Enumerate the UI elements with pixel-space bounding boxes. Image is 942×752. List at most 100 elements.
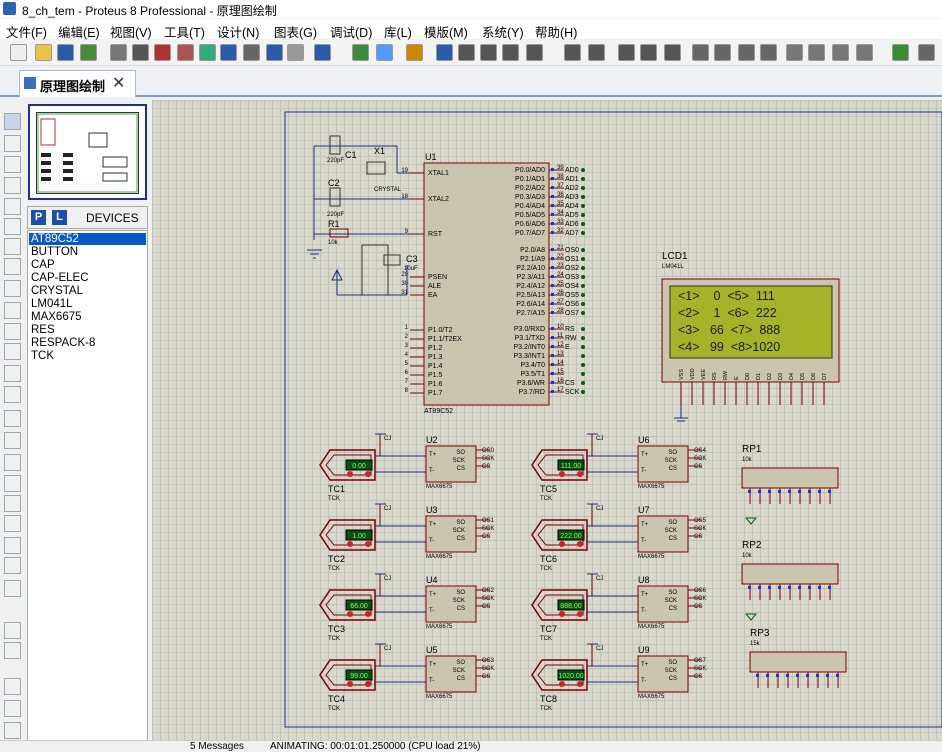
bus-icon[interactable] [4,218,21,235]
close-icon[interactable]: ✕ [112,75,126,92]
search-icon[interactable] [918,44,935,61]
text-script-icon[interactable] [4,198,21,215]
symbol-icon[interactable] [4,537,21,554]
junction [581,302,585,306]
rotate-ccw-icon[interactable] [4,622,21,639]
line-icon[interactable] [4,410,21,427]
grid-icon[interactable] [376,44,393,61]
menu-item-9[interactable]: 系统(Y) [482,26,524,40]
label-icon[interactable] [4,177,21,194]
device-item[interactable]: TCK [31,350,54,362]
device-item[interactable]: CAP-ELEC [31,272,89,284]
play-icon[interactable] [4,722,21,739]
menu-item-0[interactable]: 文件(F) [6,26,47,40]
instrument-icon[interactable] [4,386,21,403]
library-icon[interactable] [266,44,283,61]
zoom-all-icon[interactable] [502,44,519,61]
redo-icon[interactable] [588,44,605,61]
3d-icon[interactable] [199,44,216,61]
origin-icon[interactable] [406,44,423,61]
pin-icon[interactable] [4,280,21,297]
pin-state [768,586,771,589]
tab-schematic[interactable]: 原理图绘制 ✕ [19,70,136,97]
block-move-icon[interactable] [714,44,731,61]
device-item[interactable]: MAX6675 [31,311,82,323]
zoom-out-icon[interactable] [480,44,497,61]
graph-icon[interactable] [4,302,21,319]
home-icon[interactable] [110,44,127,61]
zoom-area-icon[interactable] [526,44,543,61]
tape-icon[interactable] [4,323,21,340]
flip-h-icon[interactable] [4,678,21,695]
junction-icon[interactable] [4,156,21,173]
undo-icon[interactable] [564,44,581,61]
box-icon[interactable] [4,432,21,449]
terminal-icon[interactable] [4,258,21,275]
block-delete-icon[interactable] [760,44,777,61]
probe-icon[interactable] [4,365,21,382]
paste-icon[interactable] [664,44,681,61]
overview-window[interactable] [28,104,147,200]
device-item[interactable]: RESPACK-8 [31,337,96,349]
pin-number: 30 [401,281,408,287]
circle-icon[interactable] [4,454,21,471]
selection-icon[interactable] [4,113,21,130]
marker-icon[interactable] [4,557,21,574]
pan-icon[interactable] [436,44,453,61]
copy-icon[interactable] [640,44,657,61]
device-item[interactable]: LM041L [31,298,73,310]
junction [581,381,585,385]
zoom-in-icon[interactable] [458,44,475,61]
path-icon[interactable] [4,495,21,512]
menu-item-10[interactable]: 帮助(H) [535,26,578,40]
schematic-icon[interactable] [132,44,149,61]
refresh-icon[interactable] [352,44,369,61]
pick-icon[interactable] [786,44,803,61]
wire-autoroute-icon[interactable] [892,44,909,61]
help-icon[interactable] [314,44,331,61]
device-item[interactable]: CRYSTAL [31,285,83,297]
menu-item-7[interactable]: 库(L) [384,26,412,40]
device-item[interactable]: BUTTON [31,246,79,258]
flip-v-icon[interactable] [4,700,21,717]
text-icon[interactable] [4,515,21,532]
import-icon[interactable] [80,44,97,61]
block-copy-icon[interactable] [692,44,709,61]
vsm-icon[interactable] [243,44,260,61]
menu-item-2[interactable]: 视图(V) [110,26,152,40]
menu-item-1[interactable]: 编辑(E) [58,26,100,40]
device-item[interactable]: AT89C52 [29,233,146,245]
block-rotate-icon[interactable] [738,44,755,61]
device-item[interactable]: RES [31,324,55,336]
menu-item-3[interactable]: 工具(T) [164,26,205,40]
code-icon[interactable] [287,44,304,61]
menu-item-6[interactable]: 调试(D) [330,26,373,40]
ground-symbol [744,517,758,525]
package-icon[interactable] [832,44,849,61]
open-icon[interactable] [35,44,52,61]
arc-icon[interactable] [4,475,21,492]
generator-icon[interactable] [4,343,21,360]
make-device-icon[interactable] [808,44,825,61]
subcircuit-icon[interactable] [4,238,21,255]
device-item[interactable]: CAP [31,259,55,271]
angle-input[interactable] [4,642,21,659]
pick-devices-button[interactable]: P [31,210,46,225]
cut-icon[interactable] [618,44,635,61]
gerber-icon[interactable] [177,44,194,61]
messages-count[interactable]: 5 Messages [190,741,244,752]
pcb-icon[interactable] [154,44,171,61]
component-icon[interactable] [4,135,21,152]
save-icon[interactable] [57,44,74,61]
menu-item-8[interactable]: 模版(M) [424,26,468,40]
decompose-icon[interactable] [856,44,873,61]
new-icon[interactable] [10,44,27,61]
max-part: MAX6675 [638,484,665,490]
rotate-cw-icon[interactable] [4,580,21,597]
menu-item-4[interactable]: 设计(N) [217,26,260,40]
menu-item-5[interactable]: 图表(G) [274,26,318,40]
bom-icon[interactable] [220,44,237,61]
library-button[interactable]: L [52,210,67,225]
